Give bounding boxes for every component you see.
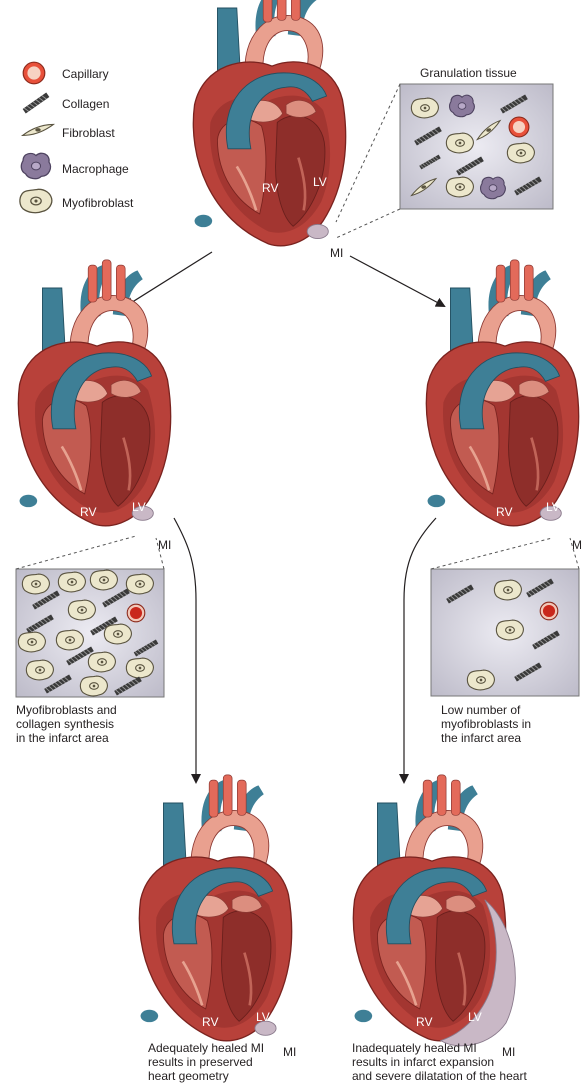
lv-label-top: LV [313,175,327,189]
arrow-to-right-heart [350,256,444,306]
right-infarct-panel [431,569,579,696]
myofibroblast-legend-icon [20,189,52,212]
heart-acute-mi [193,0,345,246]
left-infarct-panel [16,569,164,697]
heart-dilated [353,775,515,1046]
caption-right-mid: Low number of myofibroblasts in the infa… [441,703,531,745]
caption-left-bottom: Adequately healed MI results in preserve… [148,1041,264,1083]
legend [20,62,54,213]
infarct-area [307,224,328,238]
heart-healing-right [426,260,578,526]
caption-right-bottom: Inadequately healed MI results in infarc… [352,1041,527,1083]
rv-label-left-mid: RV [80,505,96,519]
rv-label-left-bottom: RV [202,1015,218,1029]
granulation-tissue-panel [400,84,553,209]
collagen-legend-icon [23,93,50,114]
mi-label-top: MI [330,246,343,260]
mi-label-right-mid: MI [572,538,582,552]
legend-label-macrophage: Macrophage [62,162,129,176]
lv-label-right-mid: LV [546,500,560,514]
fibroblast-legend-icon [23,124,54,135]
heart-preserved-geometry [139,775,291,1041]
legend-label-myofibroblast: Myofibroblast [62,196,133,210]
lv-label-left-mid: LV [132,500,146,514]
legend-label-fibroblast: Fibroblast [62,126,115,140]
legend-label-capillary: Capillary [62,67,109,81]
arrow-left-down [174,518,196,782]
rv-label-top: RV [262,181,278,195]
macrophage-legend-icon [21,153,50,178]
caption-left-mid: Myofibroblasts and collagen synthesis in… [16,703,117,745]
mi-label-left-bottom: MI [283,1045,296,1059]
legend-label-collagen: Collagen [62,97,109,111]
rv-label-right-bottom: RV [416,1015,432,1029]
mi-label-left-mid: MI [158,538,171,552]
lv-label-left-bottom: LV [256,1010,270,1024]
heart-healing-left [18,260,170,526]
granulation-tissue-label: Granulation tissue [420,66,517,80]
capillary-legend-icon [23,62,45,84]
lv-label-right-bottom: LV [468,1010,482,1024]
rv-label-right-mid: RV [496,505,512,519]
